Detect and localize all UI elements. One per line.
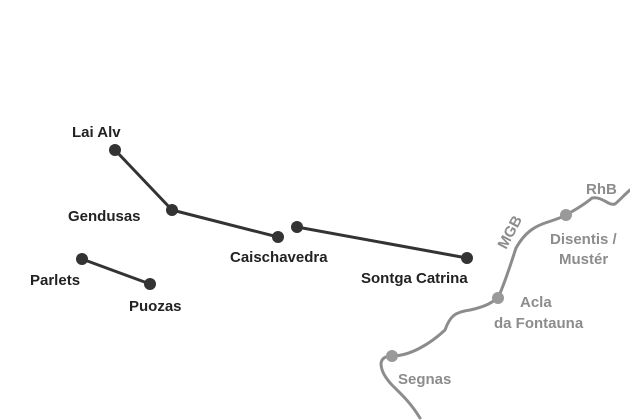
rail-station-label-acla-line1: Acla	[520, 294, 552, 311]
station-label-gendusas: Gendusas	[68, 208, 141, 225]
railway-label-rhb: RhB	[586, 181, 617, 198]
rail-station-label-disentis-line2: Mustér	[559, 251, 608, 268]
station-dot-caischavedra-upper[interactable]	[291, 221, 303, 233]
station-label-parlets: Parlets	[30, 272, 80, 289]
station-label-puozas: Puozas	[129, 298, 182, 315]
station-dot-lai-alv[interactable]	[109, 144, 121, 156]
station-label-lai-alv: Lai Alv	[72, 124, 121, 141]
rail-station-dot-acla[interactable]	[492, 292, 504, 304]
station-dot-parlets[interactable]	[76, 253, 88, 265]
rail-station-label-segnas: Segnas	[398, 371, 451, 388]
rail-station-dot-segnas[interactable]	[386, 350, 398, 362]
rail-station-label-disentis-line1: Disentis /	[550, 231, 618, 248]
lift-line-caischavedra-sontga-catrina	[296, 225, 468, 260]
lift-line-parlets-puozas	[81, 257, 151, 286]
station-label-sontga-catrina: Sontga Catrina	[361, 270, 468, 287]
rail-station-label-acla-line2: da Fontauna	[494, 315, 584, 332]
station-dot-caischavedra[interactable]	[272, 231, 284, 243]
lift-line-gendusas-caischavedra	[171, 208, 279, 239]
station-dot-puozas[interactable]	[144, 278, 156, 290]
station-label-caischavedra: Caischavedra	[230, 249, 328, 266]
station-dot-sontga-catrina[interactable]	[461, 252, 473, 264]
railway-label-mgb: MGB	[495, 213, 527, 252]
station-dot-gendusas[interactable]	[166, 204, 178, 216]
rail-station-dot-disentis[interactable]	[560, 209, 572, 221]
lift-line-lai-alv-gendusas	[113, 148, 174, 212]
